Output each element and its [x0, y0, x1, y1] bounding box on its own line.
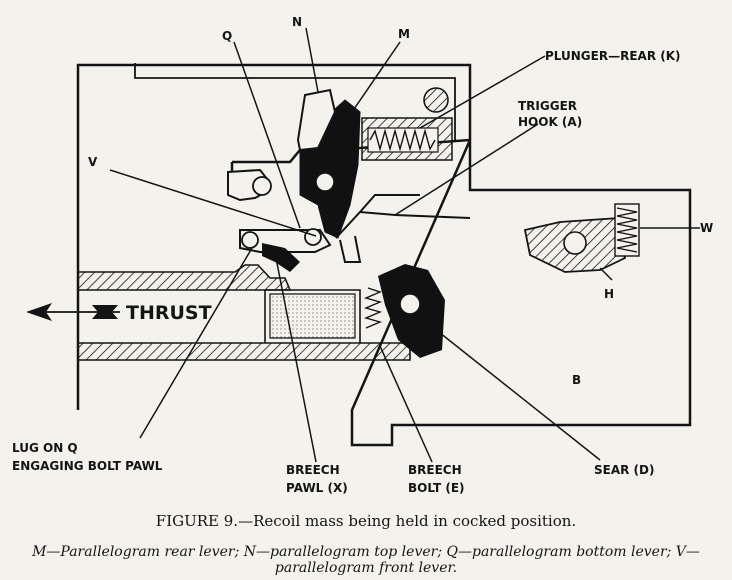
thrust-arrow-feather: [92, 305, 118, 319]
breech-pawl-x: [262, 243, 300, 272]
label-lug-line1: LUG ON Q: [12, 441, 78, 455]
label-b: B: [572, 373, 581, 387]
rear-lever-pivot: [315, 172, 335, 192]
figure-caption: FIGURE 9.—Recoil mass being held in cock…: [155, 512, 577, 530]
housing-top-inner: [134, 63, 456, 140]
sear-pivot: [399, 293, 421, 315]
label-v: V: [88, 155, 98, 169]
label-lug-line2: ENGAGING BOLT PAWL: [12, 459, 163, 473]
label-thrust: THRUST: [126, 302, 212, 324]
label-breech-bolt-line1: BREECH: [408, 463, 462, 477]
leader-lines: [109, 27, 700, 463]
w-spring: [616, 207, 638, 253]
label-sear: SEAR (D): [594, 463, 654, 477]
plunger-screw-head: [423, 87, 449, 113]
bottom-lever-right-pin: [304, 228, 322, 246]
label-breech-bolt-line2: BOLT (E): [408, 481, 465, 495]
label-n: N: [292, 15, 302, 29]
breech-bolt-tube-top: [77, 264, 292, 291]
label-breech-pawl-line2: PAWL (X): [286, 481, 348, 495]
label-w: W: [700, 221, 713, 235]
thrust-arrow-head: [26, 303, 52, 321]
front-lever-pivot: [252, 176, 272, 196]
part-h-pivot: [563, 231, 587, 255]
label-m: M: [398, 27, 410, 41]
breech-bolt-tube-bottom: [77, 342, 411, 361]
breech-bolt-body: [264, 289, 361, 343]
trigger-hook-a: [335, 194, 471, 239]
plunger-spring: [369, 128, 436, 152]
label-breech-pawl-line1: BREECH: [286, 463, 340, 477]
top-lever-n: [296, 88, 337, 152]
trigger-hook-link: [339, 235, 362, 263]
housing-outline: [76, 63, 692, 447]
label-trigger-hook-line2: HOOK (A): [518, 115, 582, 129]
label-trigger-hook-line1: TRIGGER: [518, 99, 577, 113]
label-plunger-rear: PLUNGER—REAR (K): [545, 49, 681, 63]
label-q: Q: [222, 29, 232, 43]
breech-bolt-inner: [269, 293, 356, 339]
bottom-lever-left-pin: [241, 231, 259, 249]
label-h: H: [604, 287, 614, 301]
mechanism-diagram: N Q M PLUNGER—REAR (K) TRIGGER HOOK (A) …: [12, 15, 713, 495]
figure-legend: M—Parallelogram rear lever; N—parallelog…: [32, 544, 700, 576]
sear-spring: [363, 287, 383, 329]
